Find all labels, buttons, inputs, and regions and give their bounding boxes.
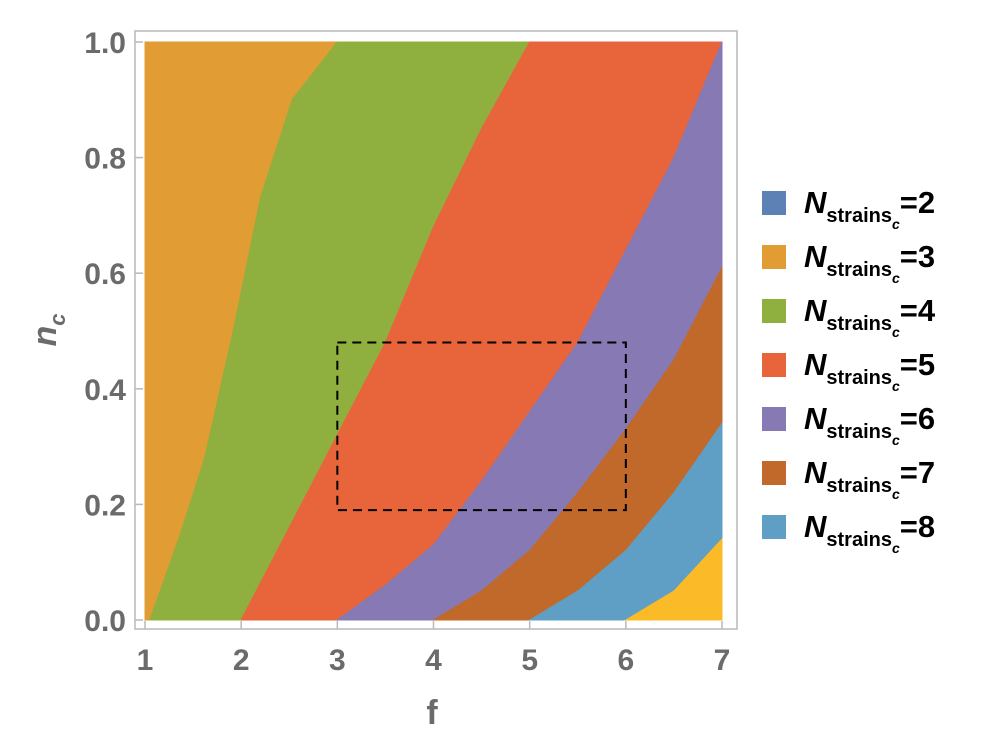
x-tick-label: 2 [233,644,250,677]
plot-frame [134,30,738,630]
legend-swatch [762,353,786,377]
x-tick-label: 1 [137,644,154,677]
svg-text:nc: nc [26,313,70,346]
highlight-box [336,341,627,512]
legend-label: Nstrainsc=4 [804,293,936,340]
legend-swatch [762,191,786,215]
y-tick-label: 0.2 [84,489,126,522]
legend-label: Nstrainsc=2 [804,185,936,232]
x-axis: 1 2 3 4 5 6 7 [137,621,731,677]
legend-item: Nstrainsc=5 [762,338,936,394]
region-9 [624,537,723,621]
legend-item: Nstrainsc=3 [762,230,936,286]
legend-swatch [762,245,786,269]
legend-label: Nstrainsc=5 [804,347,936,394]
y-axis-label: nc [26,313,70,346]
legend-swatch [762,461,786,485]
x-tick-label: 4 [425,644,442,677]
legend-swatch [762,515,786,539]
x-tick-label: 6 [617,644,634,677]
legend-label: Nstrainsc=8 [804,509,936,556]
y-tick-label: 0.0 [84,605,126,638]
legend-label: Nstrainsc=7 [804,455,936,502]
legend-item: Nstrainsc=4 [762,284,936,340]
x-tick-label: 5 [521,644,538,677]
y-tick-label: 0.4 [84,374,126,407]
legend-item: Nstrainsc=8 [762,500,936,556]
legend-swatch [762,407,786,431]
legend-item: Nstrainsc=6 [762,392,936,448]
regions [144,41,723,621]
x-tick-label: 3 [329,644,346,677]
x-tick-label: 7 [714,644,731,677]
y-axis-label-base: n [26,326,64,347]
legend-item: Nstrainsc=7 [762,446,936,502]
y-tick-label: 1.0 [84,27,126,60]
legend-item: Nstrainsc=2 [762,176,936,232]
legend-label: Nstrainsc=3 [804,239,936,286]
y-tick-label: 0.6 [84,258,126,291]
legend-swatch [762,299,786,323]
legend-label: Nstrainsc=6 [804,401,936,448]
y-axis: 0.0 0.2 0.4 0.6 0.8 1.0 [84,27,143,638]
x-axis-label: f [426,694,438,732]
y-tick-label: 0.8 [84,143,126,176]
y-axis-label-sub: c [45,313,70,325]
